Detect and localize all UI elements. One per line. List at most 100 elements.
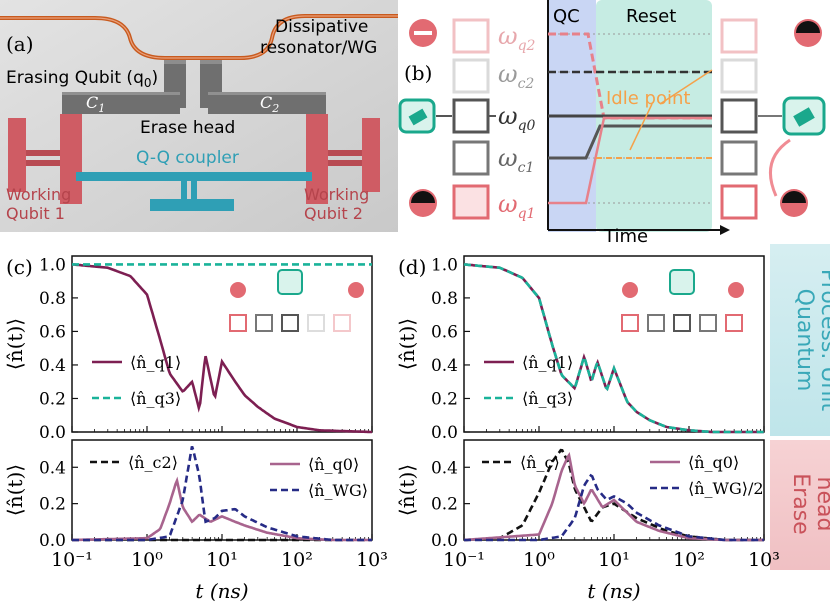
working-qubit-2 (306, 114, 380, 204)
series-line (71, 263, 372, 434)
qpu-label-1: Quantum (792, 289, 817, 392)
x-tick-label: 10³ (356, 549, 388, 571)
excited-bar (414, 31, 432, 35)
y-axis-label: ⟨n̂(t)⟩ (395, 464, 419, 516)
omega-q2-trajectory (548, 32, 712, 120)
legend-label: ⟨n̂_c2⟩ (128, 453, 178, 472)
panel-d-label: (d) (398, 255, 426, 279)
inset-c-c1 (255, 314, 273, 332)
y-tick-label: 0.6 (431, 322, 458, 342)
y-tick-label: 0.2 (39, 495, 66, 515)
legend-label: ⟨n̂_c⟩ (520, 453, 560, 472)
inset-d-q2 (725, 314, 743, 332)
inset-c-state-icon (230, 282, 246, 298)
plot-frame (463, 255, 765, 433)
omega-c1-label: ωc1 (498, 144, 534, 176)
y-tick-label: 0.2 (431, 495, 458, 515)
series-line (464, 473, 764, 542)
resonator-highlight (0, 15, 398, 59)
erase-label-2: head (812, 477, 830, 532)
y-tick-label: 0.0 (431, 531, 458, 551)
chart-c-bottom: 0.0 0.2 0.4 10⁻¹ 10⁰ 10¹ 10² 10³ t (ns) ⟨n̂(t)⟩ ⟨n… (3, 439, 388, 603)
y-tick-label: 0.0 (39, 531, 66, 551)
side-labels: Quantum Process. Unit Erase head (770, 244, 830, 570)
circuit-right (720, 18, 758, 220)
inset-d-c1 (647, 314, 665, 332)
x-tick-label: 10³ (748, 549, 780, 571)
inset-c-c2 (307, 314, 325, 332)
inset-d-q0 (673, 314, 691, 332)
x-tick-label: 10⁻¹ (443, 549, 485, 571)
pad-top-right (200, 60, 222, 64)
working-qubit-1 (8, 114, 82, 204)
qq-coupler-bar (76, 172, 312, 181)
dissipative-label-2: resonator/WG (260, 38, 377, 58)
y-tick-label: 0.4 (431, 458, 458, 478)
inset-d-eraser-icon (669, 269, 695, 295)
omega-q1-label: ωq1 (498, 190, 535, 222)
dissipative-label-1: Dissipative (275, 17, 368, 37)
eraser-glyph-right (793, 107, 815, 127)
working-qubit-1-label-1: Working (6, 185, 71, 204)
panel-c-label: (c) (6, 255, 33, 279)
inset-d-state-icon-2 (728, 282, 744, 298)
idle-arrow-1 (629, 103, 653, 151)
y-tick-label: 0.8 (431, 289, 458, 309)
working-qubit-2-label-1: Working (304, 185, 369, 204)
inset-c-state-icon-2 (348, 282, 364, 298)
reset-arrow-icon (768, 138, 791, 197)
inset-c-q1 (229, 314, 247, 332)
panel-a: (a) Dissipative resonator/WG Erasing Qub… (0, 0, 398, 232)
legend-label: ⟨n̂_q3⟩ (130, 389, 181, 408)
ground-half (411, 191, 435, 203)
y-tick-label: 0.0 (431, 423, 458, 443)
x-tick-label: 10⁻¹ (51, 549, 93, 571)
qc-label: QC (553, 6, 580, 27)
ground-half-right (782, 191, 806, 203)
omega-q0-label: ωq0 (498, 102, 536, 134)
x-tick-label: 10⁰ (131, 549, 163, 571)
inset-c-q2 (333, 314, 351, 332)
series-line (463, 263, 764, 434)
erase-label-1: Erase (788, 473, 813, 534)
working-qubit-2-label-2: Qubit 2 (304, 204, 363, 223)
working-qubit-1-label-2: Qubit 1 (6, 204, 65, 223)
legend-label: ⟨n̂_q3⟩ (522, 389, 573, 408)
y-axis-label: ⟨n̂(t)⟩ (3, 464, 27, 516)
plot-frame (71, 255, 373, 433)
y-tick-label: 1.0 (431, 255, 458, 275)
x-tick-label: 10⁰ (523, 549, 555, 571)
chart-c-top: 0.00.20.40.60.81.0⟨n̂(t)⟩⟨n̂_q1⟩⟨n̂_q3⟩ (3, 255, 373, 443)
qq-coupler-pad (150, 199, 234, 211)
y-tick-label: 0.4 (431, 356, 458, 376)
pad-top-left (164, 60, 186, 64)
series-line (463, 263, 764, 434)
x-tick-label: 10¹ (598, 549, 630, 571)
excited-half-right (796, 21, 820, 33)
legend-label: ⟨n̂_WG⟩ (308, 481, 368, 500)
qq-coupler-label: Q-Q coupler (136, 148, 239, 168)
c1-coupler (62, 92, 180, 114)
idle-point-label: Idle point (606, 88, 690, 109)
y-tick-label: 1.0 (39, 255, 66, 275)
y-axis-label: ⟨n̂(t)⟩ (395, 318, 419, 370)
inset-c-eraser-icon (277, 269, 303, 295)
x-axis-label: t (ns) (195, 579, 248, 603)
series-line (463, 448, 764, 542)
circuit-left (452, 18, 496, 220)
panel-a-label: (a) (6, 32, 34, 56)
inset-d-q1 (621, 314, 639, 332)
qpu-side-box (770, 244, 830, 436)
x-tick-label: 10¹ (206, 549, 238, 571)
inset-d (621, 269, 744, 332)
y-tick-label: 0.4 (39, 458, 66, 478)
x-tick-label: 10² (673, 549, 705, 571)
time-arrow-icon (720, 225, 730, 235)
qpu-label-2: Process. Unit (816, 269, 830, 412)
reset-label: Reset (626, 6, 676, 27)
legend-label: ⟨n̂_WG⟩/2 (688, 479, 764, 498)
x-tick-label: 10² (281, 549, 313, 571)
c1-top (62, 92, 180, 95)
